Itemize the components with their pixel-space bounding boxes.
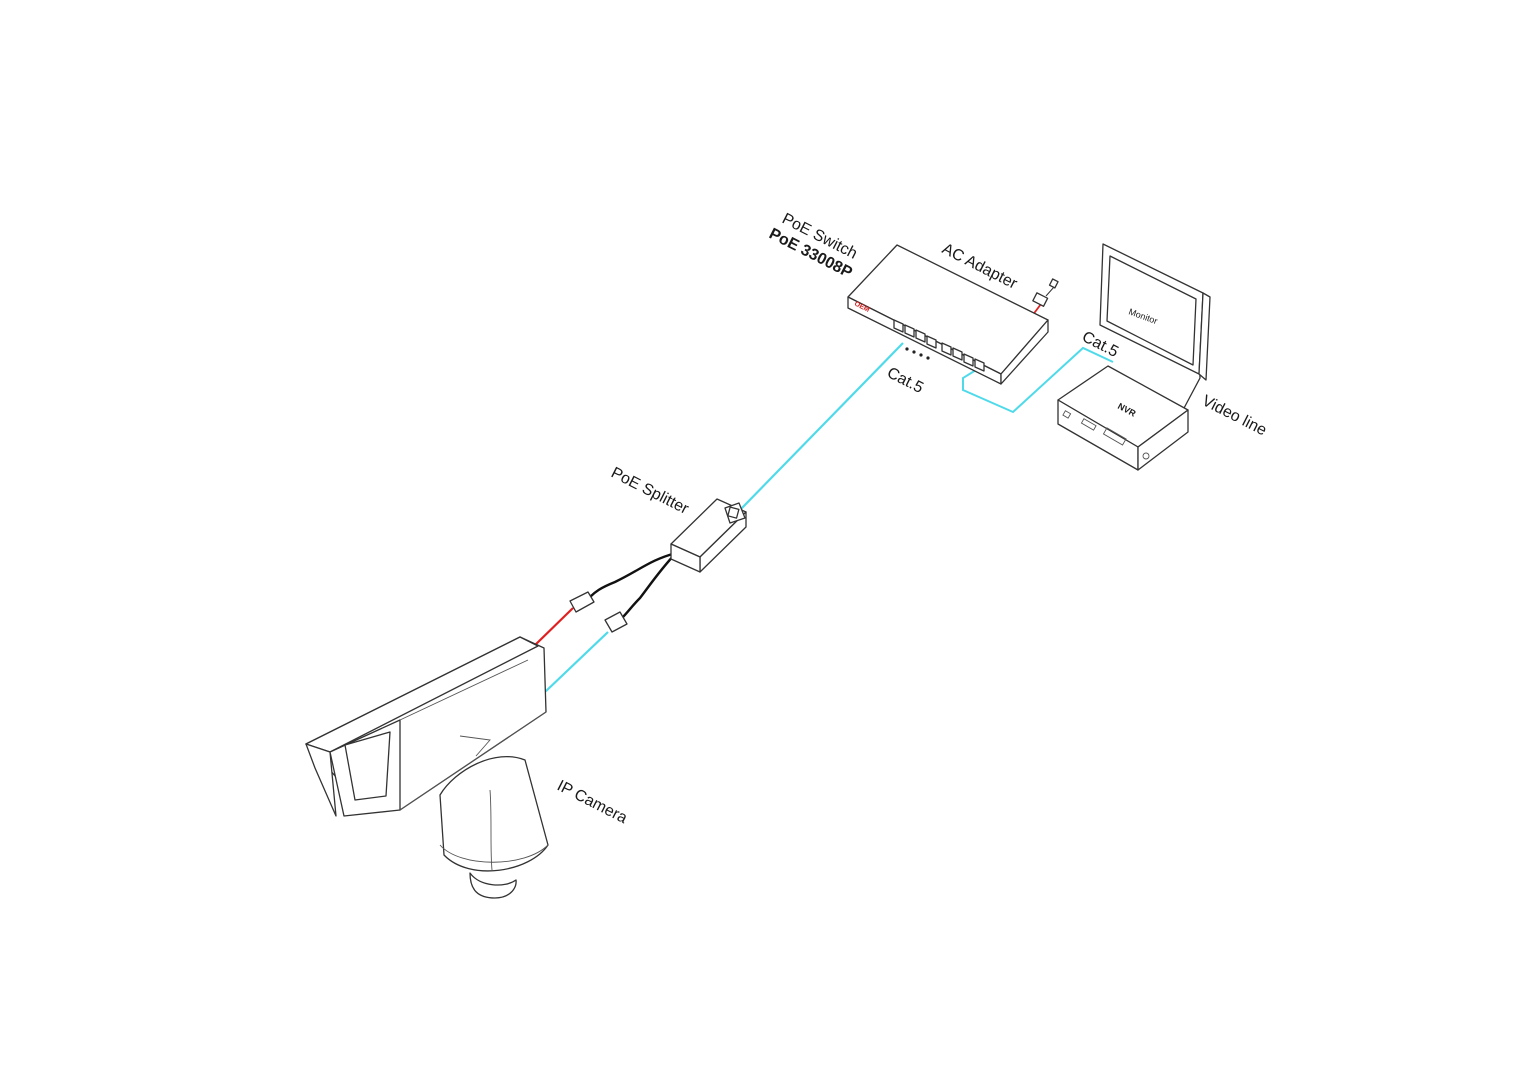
switch-ports-left [893,319,937,349]
dc-connector [569,591,595,613]
video-line-label: Video line [1199,392,1269,439]
ip-camera-label: IP Camera [554,777,630,827]
poe-switch: OEM [847,244,1059,385]
switch-ports-right [941,342,985,372]
splitter-black-lead-data [621,552,677,619]
splitter-black-lead-power [589,551,677,598]
cables [531,303,1201,693]
ip-camera [305,636,549,899]
nvr-front-panel [1062,410,1150,460]
ac-adapter-plug [1032,278,1059,307]
poe-splitter-label: PoE Splitter [608,464,692,518]
cat5-cable-splitter-camera [544,631,609,693]
splitter-connectors [569,591,628,633]
cat5-switch-label: Cat.5 [884,364,926,397]
monitor: Monitor [1099,243,1211,381]
cat5-cable-switch-nvr [962,346,1114,414]
port-ellipsis-dots [905,347,930,360]
poe-splitter [670,498,747,573]
power-cable-camera [531,607,574,649]
cat5-cable-switch-splitter [739,342,904,511]
rj45-connector [604,611,628,633]
nvr: NVR [1057,365,1189,471]
